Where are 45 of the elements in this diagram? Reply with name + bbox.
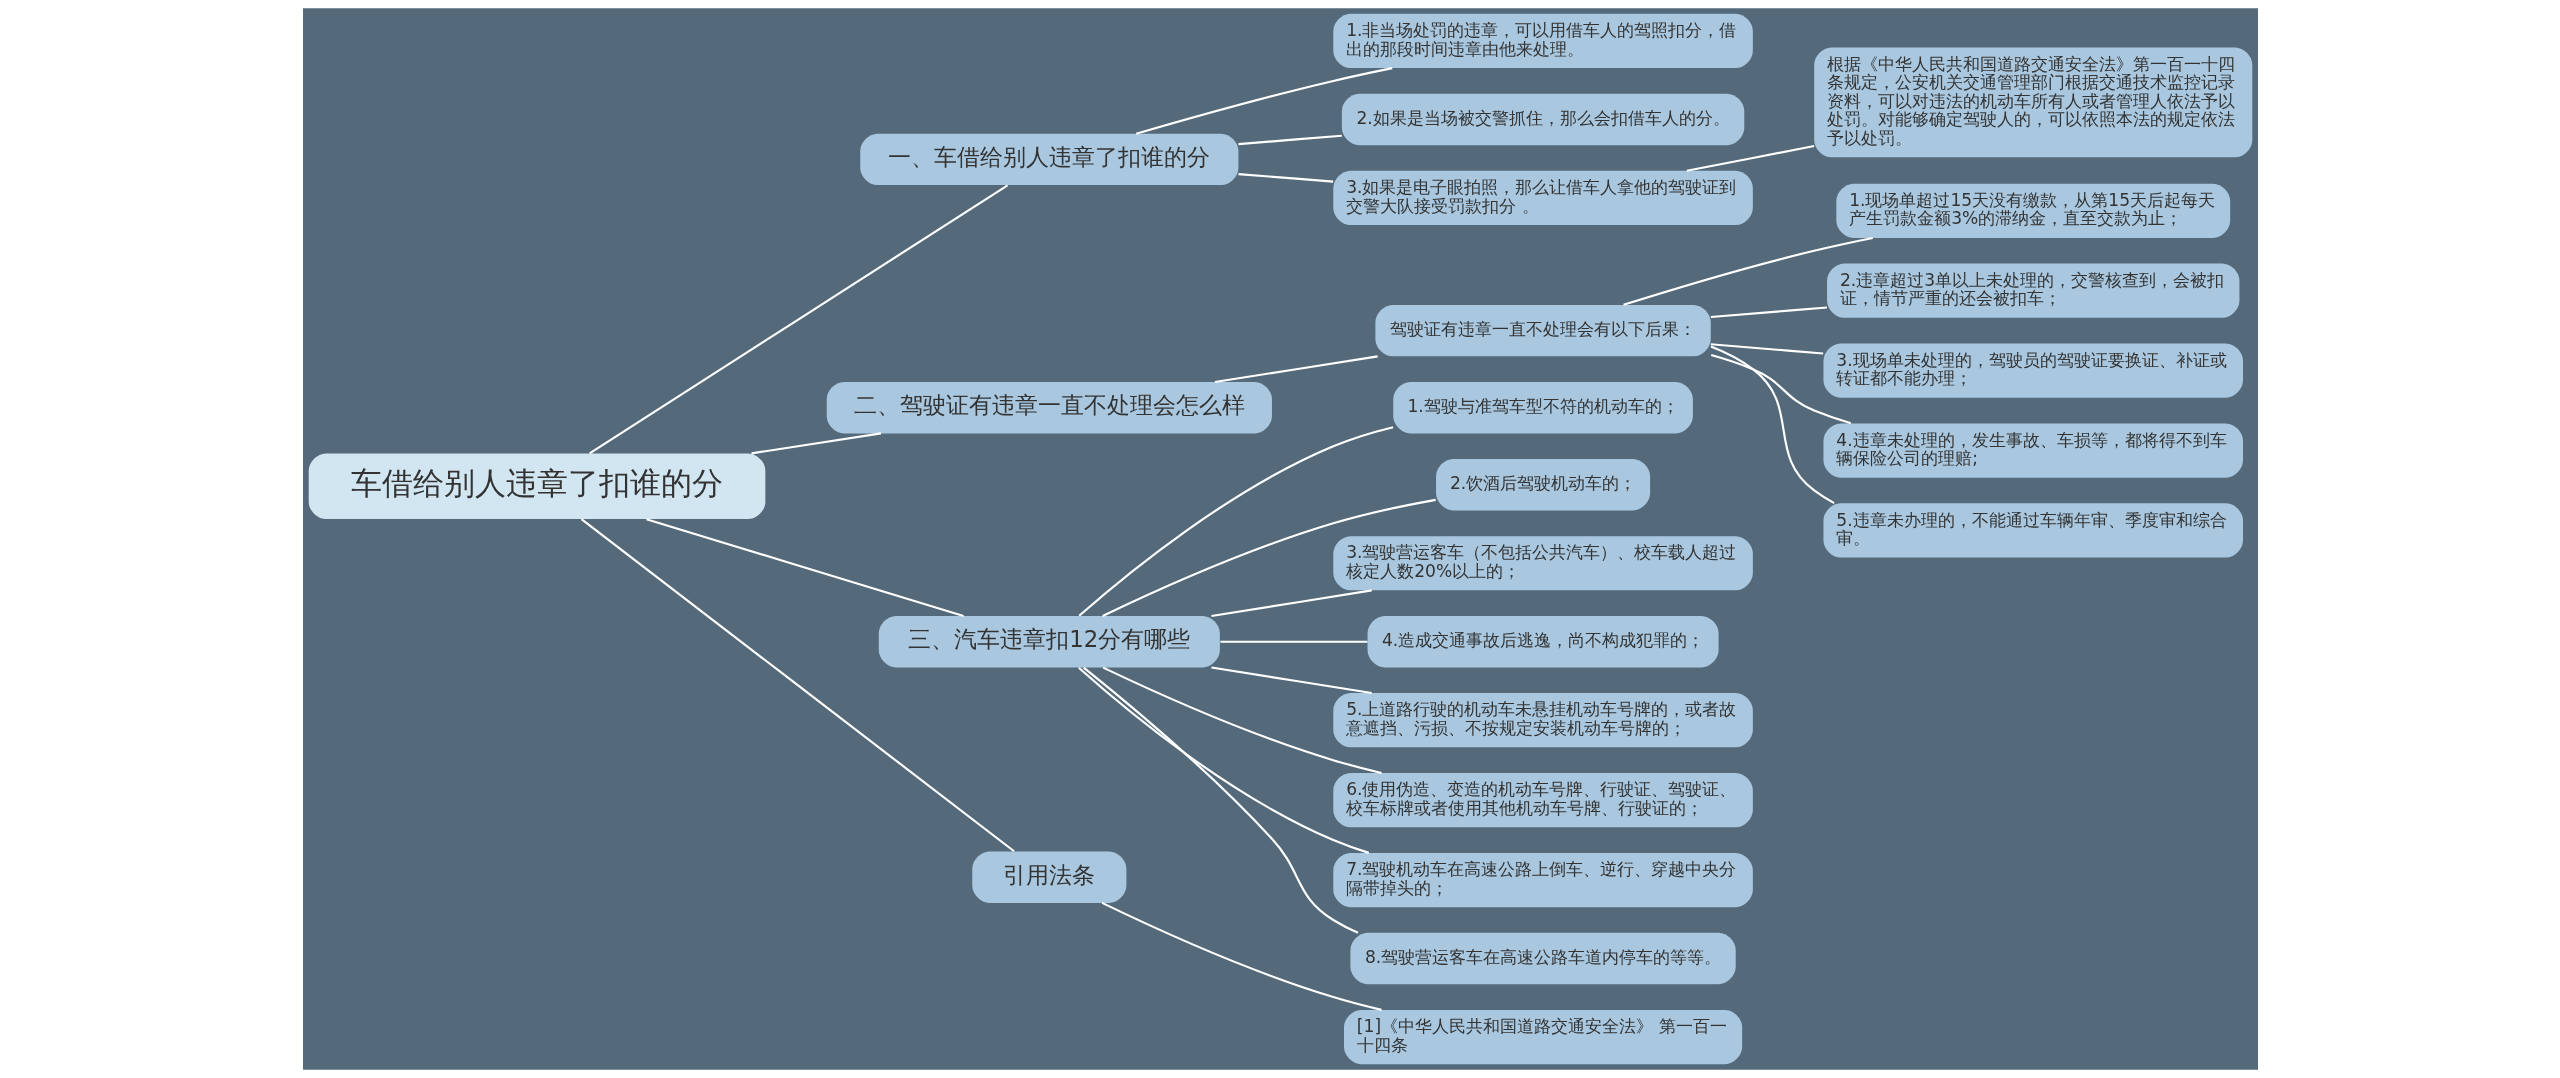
node-box: 1.非当场处罚的违章，可以用借车人的驾照扣分，借出的那段时间违章由他来处理。 [1332, 13, 1753, 69]
node-box: 驾驶证有违章一直不处理会有以下后果： [1374, 304, 1711, 357]
node-box: 二、驾驶证有违章一直不处理会怎么样 [826, 382, 1272, 434]
node-box: 车借给别人违章了扣谁的分 [308, 453, 765, 519]
node-box: 2.饮酒后驾驶机动车的； [1435, 459, 1650, 511]
connector [1710, 354, 1851, 425]
node-box: 根据《中华人民共和国道路交通安全法》第一百一十四条规定，公安机关交通管理部门根据交通技术监控记录资料，可以对违法的机动车所有人或者管理人依法予以处罚。对能够确定驾驶人的，可以依照本法的规定依法予以处罚。 [1813, 47, 2252, 158]
connector [1237, 134, 1342, 146]
connector [1082, 666, 1358, 934]
connector [1101, 901, 1382, 1011]
node-box: 1.驾驶与准驾车型不符的机动车的； [1392, 382, 1693, 434]
connector [1622, 236, 1873, 306]
connector [588, 184, 1008, 455]
connector [1210, 589, 1372, 618]
connector [1102, 666, 1382, 774]
connector [1077, 666, 1369, 854]
node-box: 6.使用伪造、变造的机动车号牌、行驶证、驾驶证、校车标牌或者使用其他机动车号牌、行驶证的； [1332, 773, 1753, 828]
connector [1710, 343, 1823, 355]
connector [1214, 355, 1378, 383]
connector [1078, 426, 1393, 617]
node-box: [1]《中华人民共和国道路交通安全法》 第一百一十四条 [1343, 1009, 1742, 1065]
node-box: 5.上道路行驶的机动车未悬挂机动车号牌的，或者故意遮挡、污损、不按规定安装机动车号牌的； [1332, 693, 1753, 748]
node-box: 7.驾驶机动车在高速公路上倒车、逆行、穿越中央分隔带掉头的； [1332, 852, 1753, 908]
connector [580, 518, 1015, 853]
node-box: 三、汽车违章扣12分有哪些 [878, 616, 1220, 668]
node-box: 3.驾驶营运客车（不包括公共汽车）、校车载人超过核定人数20%以上的； [1332, 536, 1753, 591]
connector [1101, 498, 1436, 617]
connector [1710, 306, 1827, 319]
node-box: 4.造成交通事故后逃逸，尚不构成犯罪的； [1367, 616, 1719, 668]
node-box: 2.违章超过3单以上未处理的，交警核查到，会被扣证，情节严重的还会被扣车； [1826, 263, 2239, 318]
connector [1710, 345, 1835, 505]
node-box: 5.违章未办理的，不能通过车辆年审、季度审和综合审。 [1823, 503, 2243, 558]
node-box: 3.如果是电子眼拍照，那么让借车人拿他的驾驶证到交警大队接受罚款扣分 。 [1332, 170, 1753, 226]
node-box: 3.现场单未处理的，驾驶员的驾驶证要换证、补证或转证都不能办理； [1823, 343, 2243, 398]
connector [1219, 640, 1367, 643]
connector [1210, 666, 1372, 695]
connector [1237, 173, 1333, 183]
node-box: 1.现场单超过15天没有缴款，从第15天后起每天产生罚款金额3%的滞纳金，直至交款为止； [1835, 183, 2230, 238]
node-box: 引用法条 [971, 851, 1126, 903]
connector [750, 432, 881, 455]
node-box: 4.违章未处理的，发生事故、车损等，都将得不到车辆保险公司的理赔; [1823, 423, 2243, 478]
node-box: 2.如果是当场被交警抓住，那么会扣借车人的分。 [1341, 93, 1744, 146]
node-box: 8.驾驶营运客车在高速公路车道内停车的等等。 [1349, 932, 1736, 985]
connector [645, 518, 964, 618]
node-box: 一、车借给别人违章了扣谁的分 [859, 133, 1238, 186]
